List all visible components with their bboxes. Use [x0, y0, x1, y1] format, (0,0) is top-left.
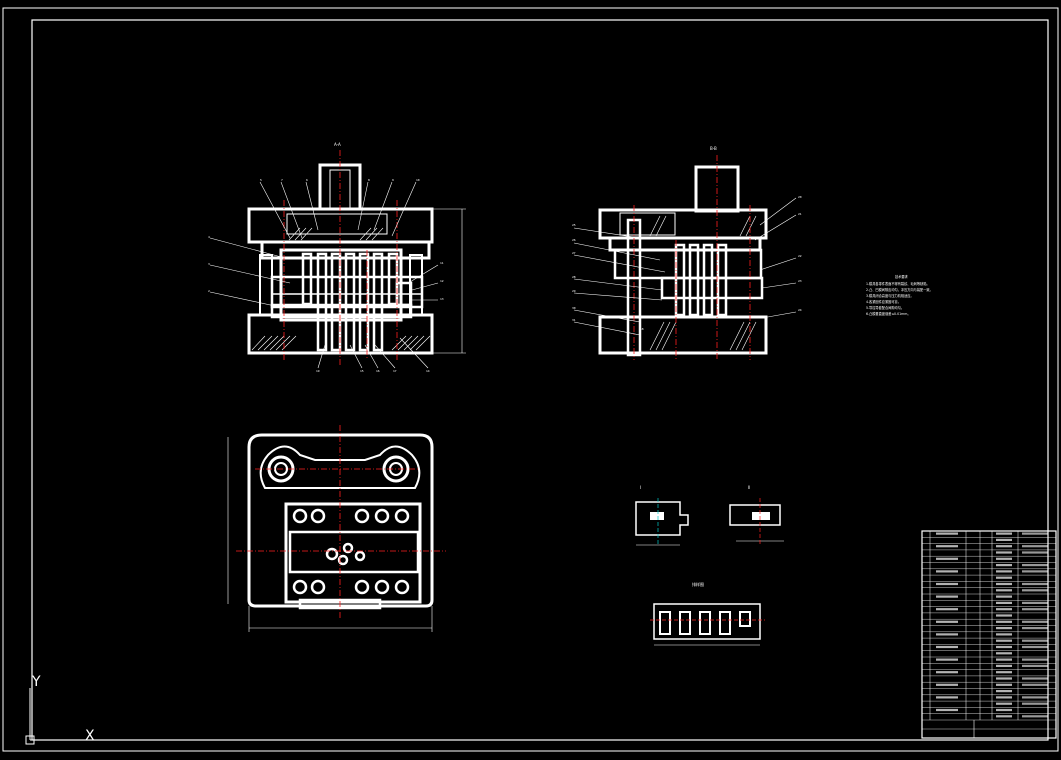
inner-frame	[31, 19, 1049, 741]
plan-view[interactable]	[227, 425, 446, 632]
strip-layout-label: 排样图	[692, 581, 704, 587]
balloon-number: 11	[440, 261, 444, 265]
balloon-number: 24	[798, 308, 802, 312]
detail-2-label: II	[748, 485, 750, 490]
balloon-number: 13	[440, 297, 444, 301]
detail-1-label: I	[640, 485, 641, 490]
balloon-number: 17	[393, 369, 397, 373]
balloon-number: 28	[572, 275, 576, 279]
strip-layout[interactable]: 排样图	[650, 581, 765, 646]
balloon-number: 8	[368, 178, 370, 182]
detail-views[interactable]: I II	[635, 485, 784, 546]
balloons-section-bb: 25 26 27 28 29 30 31 20 21 22 23 24 18	[572, 195, 802, 331]
outer-frame	[2, 7, 1059, 752]
ucs-y-label: Y	[31, 674, 41, 690]
note-line-5: 5.导柱导套配合间隙均匀。	[866, 305, 904, 310]
balloon-number: 9	[392, 178, 394, 182]
balloons-section-aa: 5 7 6 8 9 10 4 3 2 11 12 13 19 15 16 17 14	[208, 178, 444, 373]
balloon-number: 5	[260, 178, 262, 182]
balloon-number: 12	[440, 279, 444, 283]
note-line-3: 3.模具闭合高度与压力机相适应。	[866, 293, 914, 298]
balloon-number: 20	[798, 195, 802, 199]
balloon-number: 31	[572, 318, 576, 322]
section-bb-label: B-B	[710, 146, 717, 151]
balloon-number: 10	[416, 178, 420, 182]
balloon-number: 30	[572, 306, 576, 310]
balloon-number: 27	[572, 251, 576, 255]
balloon-number: 6	[306, 178, 308, 182]
notes-title: 技术要求	[895, 274, 909, 279]
balloon-number: 18	[640, 327, 644, 331]
ucs-icon: Y X	[25, 674, 95, 745]
section-aa-label: A-A	[334, 142, 341, 147]
section-aa-view[interactable]: A-A	[209, 142, 466, 369]
balloon-number: 16	[376, 369, 380, 373]
bill-of-materials[interactable]	[921, 530, 1057, 739]
balloon-number: 15	[360, 369, 364, 373]
section-bb-view[interactable]: B-B	[573, 146, 797, 360]
note-line-2: 2.凸、凹模间隙应均匀，冲压方向与装配一致。	[866, 287, 933, 292]
balloon-number: 26	[572, 238, 576, 242]
balloon-number: 4	[208, 235, 210, 239]
note-line-4: 4.各紧固件应紧固可靠。	[866, 299, 901, 304]
balloon-number: 25	[572, 223, 576, 227]
balloon-number: 3	[208, 262, 210, 266]
balloon-number: 23	[798, 279, 802, 283]
balloon-number: 14	[426, 369, 430, 373]
balloon-number: 29	[572, 289, 576, 293]
technical-notes: 技术要求 1.模具各零件表面不得有裂纹、毛刺等缺陷。 2.凸、凹模间隙应均匀，冲…	[866, 274, 933, 316]
note-line-1: 1.模具各零件表面不得有裂纹、毛刺等缺陷。	[866, 281, 930, 286]
note-line-6: 6.凸模垂直度误差≤0.01mm。	[866, 311, 911, 316]
balloon-number: 2	[208, 289, 210, 293]
balloon-number: 21	[798, 212, 802, 216]
balloon-number: 19	[316, 369, 320, 373]
balloon-number: 22	[798, 254, 802, 258]
balloon-number: 7	[281, 178, 283, 182]
ucs-x-label: X	[85, 728, 95, 744]
